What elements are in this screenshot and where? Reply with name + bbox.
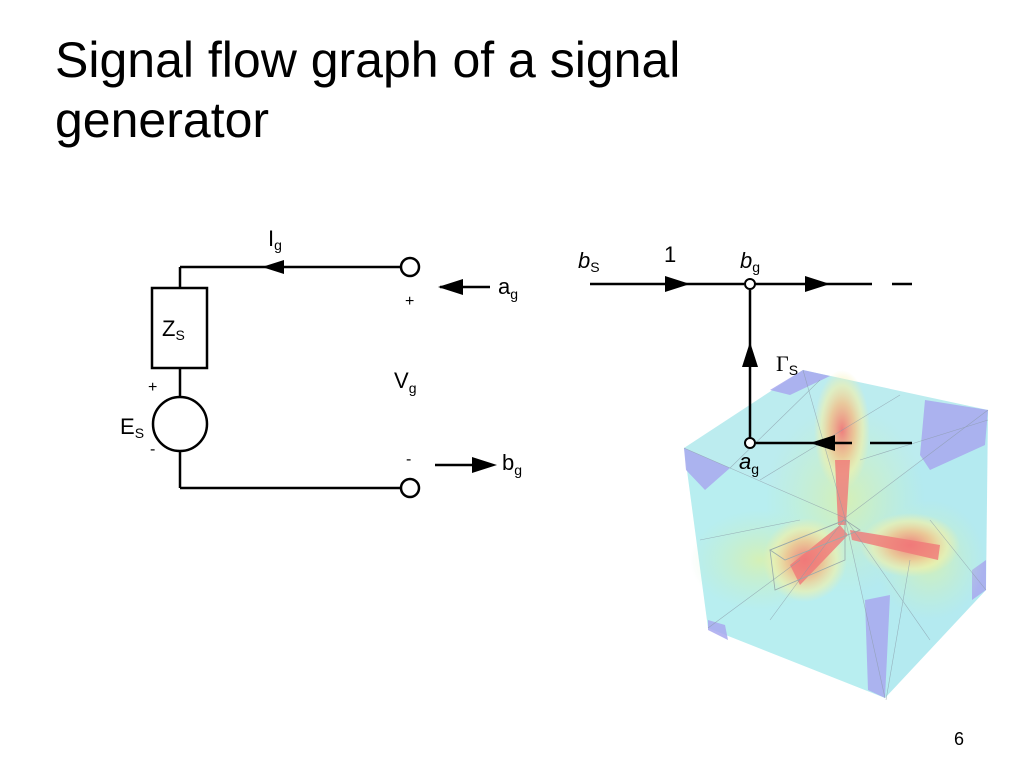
- slide-title: Signal flow graph of a signal generator: [55, 30, 955, 150]
- reflection-label: ΓS: [776, 351, 798, 378]
- generator-circuit: [150, 256, 421, 499]
- terminal-plus-sign: +: [405, 293, 414, 310]
- terminal-minus-port: [399, 477, 421, 499]
- terminal-minus-sign: -: [406, 451, 411, 468]
- cube-notch: [769, 519, 846, 591]
- wave-in-arrow: [438, 279, 490, 295]
- current-label: Ig: [268, 226, 282, 253]
- wave-out-arrow: [435, 457, 497, 473]
- cube-hotspot-core: [835, 460, 850, 525]
- slide-title-line-2: generator: [55, 92, 270, 148]
- wave-in-label: ag: [498, 274, 518, 302]
- flow-arrow-out: [805, 276, 830, 292]
- slide-title-line-1: Signal flow graph of a signal: [55, 32, 681, 88]
- cube-hotspot-core: [850, 530, 940, 560]
- cube-hotspot-core: [790, 525, 848, 585]
- wave-out-label: bg: [502, 450, 522, 478]
- node-ag-label: ag: [739, 449, 759, 477]
- voltage-source-symbol: [151, 395, 209, 453]
- flow-arrow-gamma: [742, 342, 758, 367]
- flow-arrow-gain: [665, 276, 690, 292]
- flow-arrow-in: [810, 435, 835, 451]
- node-bs-label: bS: [578, 248, 600, 275]
- cube-band: [770, 370, 830, 395]
- branch-gain-label: 1: [664, 242, 676, 267]
- cube-band: [920, 400, 988, 470]
- node-bg-label: bg: [740, 248, 760, 275]
- node-ag: [744, 437, 756, 449]
- source-label: ES: [120, 414, 144, 441]
- cube-band: [865, 595, 890, 698]
- cube-band: [708, 620, 728, 640]
- page-number: 6: [953, 729, 964, 749]
- impedance-label: ZS: [162, 316, 185, 343]
- cube-band: [684, 448, 730, 490]
- terminal-plus-port: [399, 256, 421, 278]
- current-arrow: [262, 260, 284, 274]
- voltage-label: Vg: [394, 368, 416, 396]
- field-cube-image: [683, 369, 989, 701]
- node-bg: [744, 278, 756, 290]
- source-minus-sign: -: [150, 441, 155, 458]
- source-plus-sign: +: [148, 379, 157, 396]
